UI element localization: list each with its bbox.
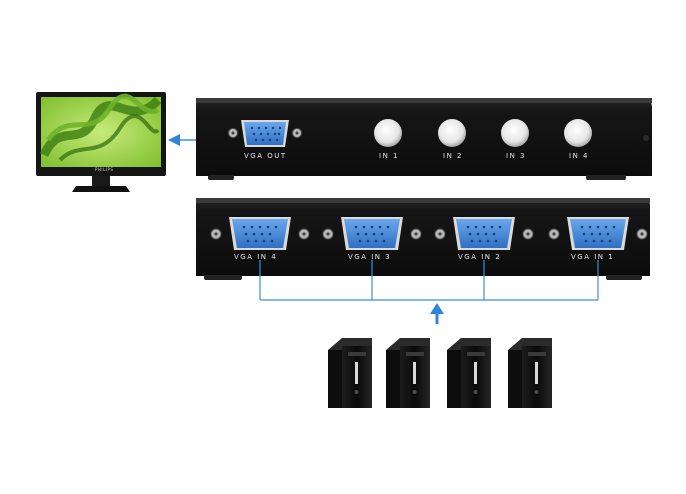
vga-input-ports bbox=[210, 217, 648, 250]
switch-front-panel bbox=[196, 98, 652, 180]
vga-out-port bbox=[228, 120, 302, 147]
button-label-1: IN 1 bbox=[379, 152, 399, 160]
switch-back-panel bbox=[196, 198, 650, 280]
monitor bbox=[36, 92, 166, 192]
vga-in-label-4: VGA IN 4 bbox=[234, 253, 278, 261]
input-button-1[interactable] bbox=[374, 119, 402, 147]
computer-tower-1 bbox=[328, 338, 372, 408]
vga-in-port-3 bbox=[322, 217, 422, 250]
vga-in-label-3: VGA IN 3 bbox=[348, 253, 392, 261]
input-arrow bbox=[430, 303, 444, 324]
input-button-4[interactable] bbox=[564, 119, 592, 147]
computer-tower-4 bbox=[508, 338, 552, 408]
input-button-3[interactable] bbox=[501, 119, 529, 147]
vga-in-port-4 bbox=[210, 217, 310, 250]
computer-tower-3 bbox=[447, 338, 491, 408]
input-button-2[interactable] bbox=[438, 119, 466, 147]
vga-in-port-2 bbox=[434, 217, 534, 250]
button-label-2: IN 2 bbox=[443, 152, 463, 160]
source-computers bbox=[328, 338, 552, 408]
monitor-brand: PHILIPS bbox=[95, 167, 114, 172]
vga-in-label-2: VGA IN 2 bbox=[458, 253, 502, 261]
button-label-3: IN 3 bbox=[506, 152, 526, 160]
vga-out-label: VGA OUT bbox=[244, 152, 287, 160]
input-connection-lines bbox=[259, 260, 599, 301]
vga-in-label-1: VGA IN 1 bbox=[571, 253, 615, 261]
button-label-4: IN 4 bbox=[569, 152, 589, 160]
computer-tower-2 bbox=[386, 338, 430, 408]
vga-in-port-1 bbox=[548, 217, 648, 250]
